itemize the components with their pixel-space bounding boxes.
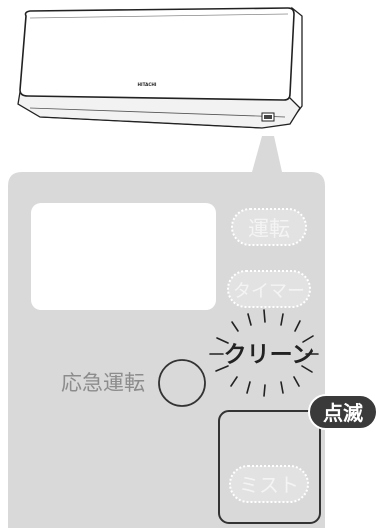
mist-section [218, 410, 321, 524]
unten-label: 運転 [248, 217, 290, 241]
unit-front-panel [19, 7, 295, 101]
blink-badge: 点滅 [308, 394, 377, 430]
indoor-unit: HITACHI [17, 6, 303, 129]
clean-lamp: クリーン [209, 309, 319, 397]
unten-lamp: 運転 [231, 208, 307, 246]
blink-rays [209, 309, 319, 397]
mist-lamp: ミスト [229, 465, 309, 503]
timer-label: タイマー [233, 281, 305, 302]
display-window [31, 203, 216, 310]
clean-label: クリーン [224, 342, 315, 368]
blink-label: 点滅 [323, 401, 363, 425]
emergency-operation-button [158, 359, 206, 407]
emergency-operation-label: 応急運転 [61, 371, 145, 395]
mist-label: ミスト [239, 473, 299, 497]
brand-logo: HITACHI [138, 82, 157, 87]
timer-lamp: タイマー [227, 270, 311, 308]
